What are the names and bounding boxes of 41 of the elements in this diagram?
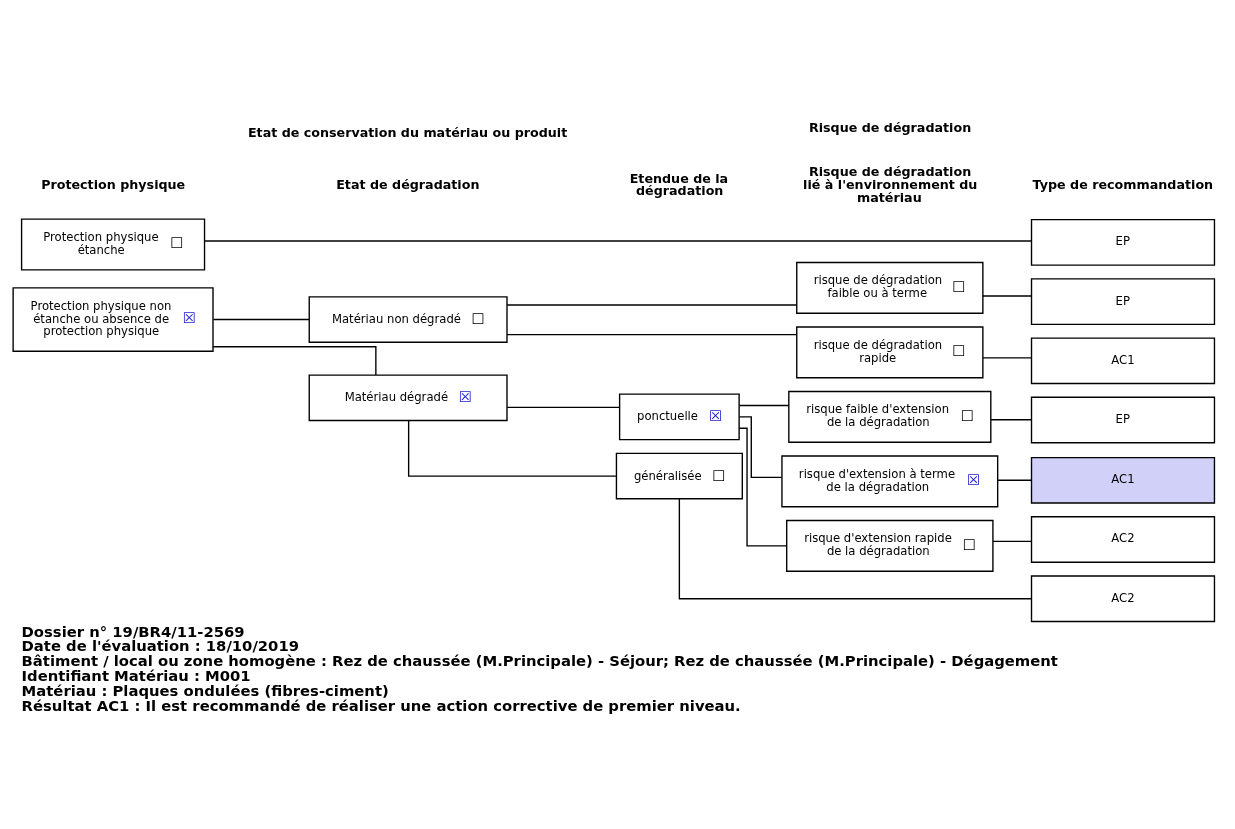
label: Protection physique <box>41 176 186 192</box>
node-box: AC1 <box>1030 336 1216 384</box>
connector <box>212 318 310 320</box>
connector <box>982 356 1033 359</box>
node-box: ponctuelle ☒ <box>618 392 740 440</box>
connector <box>738 415 783 478</box>
node-box: EP <box>1030 396 1216 443</box>
node-box: EP <box>1030 277 1216 325</box>
connector <box>990 418 1033 420</box>
connector <box>982 294 1033 297</box>
label: Risque de dégradation lié à l'environnement du matériau <box>803 163 978 205</box>
label: Dossier n° 19/BR4/11-2569 <box>21 622 245 639</box>
node-box: risque d'extension à terme de la dégradation ☒ <box>781 454 999 507</box>
connector <box>997 479 1033 481</box>
label: Etat de dégradation <box>336 176 480 192</box>
label: Date de l'évaluation : 18/10/2019 <box>21 636 299 654</box>
node-box: risque faible d'extension de la dégradation ☐ <box>788 390 992 443</box>
connector <box>212 345 377 376</box>
connector <box>506 333 798 335</box>
node-box: EP <box>1030 218 1216 266</box>
connector <box>678 497 1033 599</box>
node-box: Matériau non dégradé ☐ <box>308 295 508 343</box>
node-box: risque d'extension rapide de la dégradation ☐ <box>786 519 994 572</box>
label: Identifiant Matériau : M001 <box>21 666 251 684</box>
connector <box>506 406 621 408</box>
node-box: AC2 <box>1030 574 1216 622</box>
label: Etat de conservation du matériau ou produit <box>247 124 568 140</box>
connector <box>992 540 1033 542</box>
connector <box>204 239 1032 242</box>
connector <box>506 303 798 306</box>
label: Etendue de la dégradation <box>629 170 729 198</box>
node-box: AC2 <box>1030 515 1216 563</box>
label: Type de recommandation <box>1032 176 1214 192</box>
label: Risque de dégradation <box>808 119 972 135</box>
connector <box>738 404 790 406</box>
node-box: AC1 <box>1030 456 1216 504</box>
node-box: généralisée ☐ <box>615 452 743 499</box>
connector <box>738 427 788 547</box>
node-box: Matériau dégradé ☒ <box>308 373 508 421</box>
label: Matériau : Plaques ondulées (fibres-ciment) <box>21 681 389 699</box>
connector <box>407 419 617 477</box>
